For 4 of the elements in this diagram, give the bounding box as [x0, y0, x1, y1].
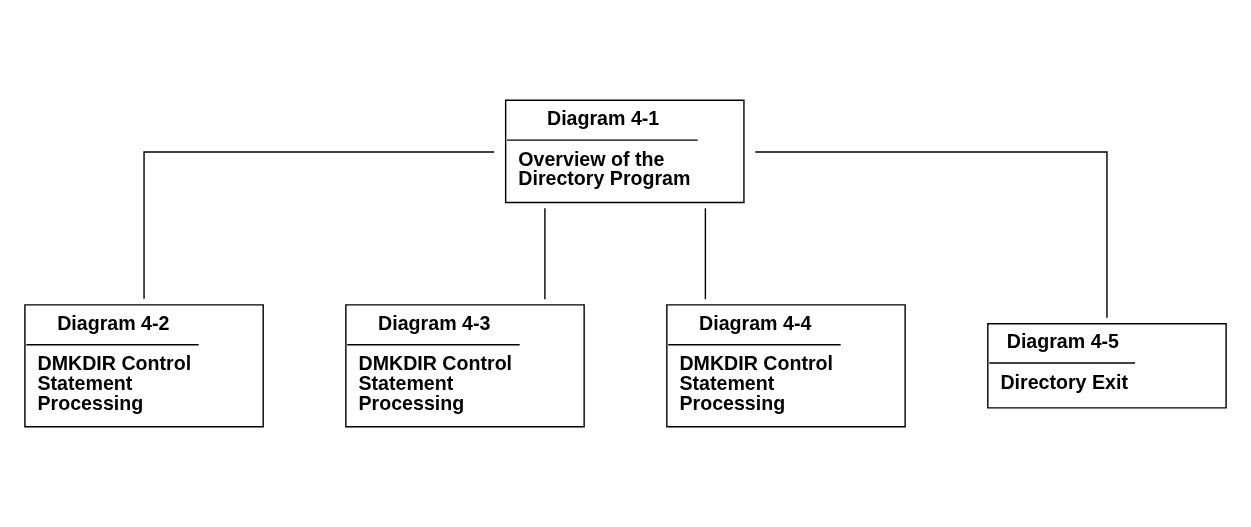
connector — [754, 151, 1108, 319]
connector — [544, 207, 546, 300]
connector — [704, 207, 707, 300]
connector — [143, 151, 495, 300]
